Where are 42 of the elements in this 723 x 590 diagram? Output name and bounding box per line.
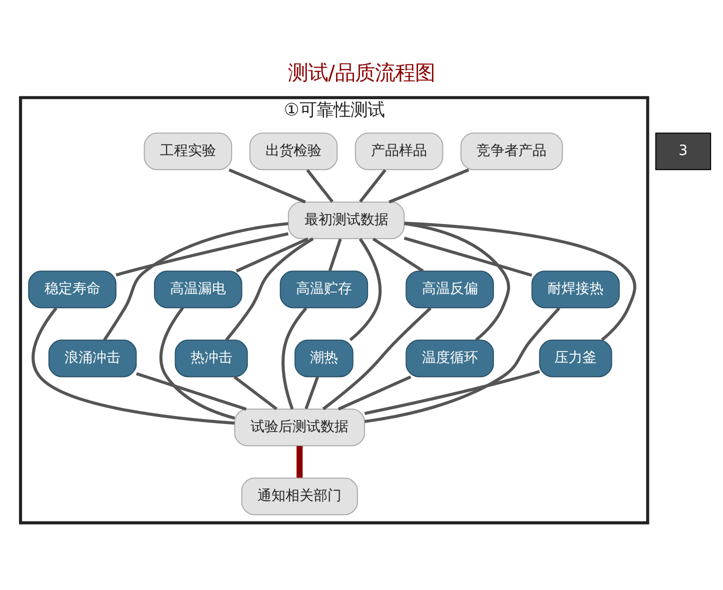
- node-box: 最初测试数据: [288, 202, 405, 240]
- node-box: 产品样品: [354, 132, 444, 170]
- connector: [282, 307, 308, 410]
- node-box: 温度循环: [406, 340, 494, 378]
- connector: [306, 169, 334, 203]
- node-box: 热冲击: [174, 340, 248, 378]
- node-box: 通知相关部门: [241, 478, 358, 516]
- connector: [388, 168, 470, 204]
- node-box: 高温漏电: [154, 270, 242, 308]
- connector: [225, 237, 314, 341]
- node-box: 高温贮存: [280, 270, 368, 308]
- node-box: 试验后测试数据: [234, 408, 366, 446]
- connector: [364, 370, 540, 415]
- connector: [103, 222, 288, 341]
- connector: [372, 238, 424, 272]
- connector: [228, 168, 306, 204]
- connector: [234, 376, 278, 410]
- connector: [322, 307, 432, 410]
- connector: [364, 307, 560, 424]
- node-box: 高温反偏: [406, 270, 494, 308]
- node-box: 压力釜: [539, 340, 612, 378]
- connector: [159, 306, 236, 420]
- connector: [116, 232, 289, 276]
- label: 3: [678, 143, 688, 160]
- node-box: 浪涌冲击: [48, 340, 137, 378]
- node-box: 潮热: [294, 340, 354, 378]
- diagram-title: 测试/品质流程图: [288, 60, 435, 84]
- node-box: 竞争者产品: [460, 132, 563, 170]
- connector: [304, 376, 319, 410]
- connector: [349, 238, 382, 342]
- connector: [338, 375, 412, 410]
- connector: [236, 237, 308, 272]
- node-box: 工程实验: [144, 132, 232, 170]
- node-box: 稳定寿命: [28, 270, 116, 308]
- connector: [359, 169, 386, 203]
- connector: [404, 236, 532, 277]
- connector: [328, 238, 342, 272]
- connector: [296, 446, 303, 478]
- connector: [32, 307, 235, 425]
- node-box: 出货检验: [249, 132, 338, 170]
- connector: [136, 372, 247, 411]
- node-box: 耐焊接热: [531, 270, 620, 308]
